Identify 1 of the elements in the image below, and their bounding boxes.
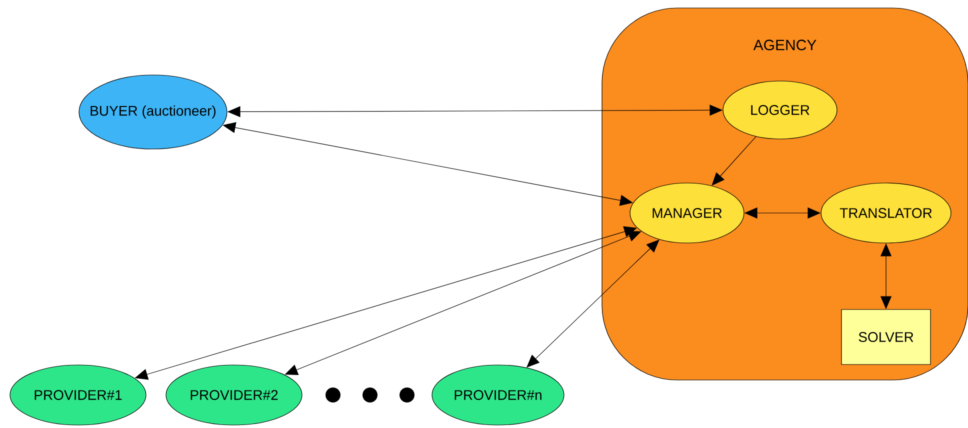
solver-box: SOLVER	[841, 309, 931, 365]
